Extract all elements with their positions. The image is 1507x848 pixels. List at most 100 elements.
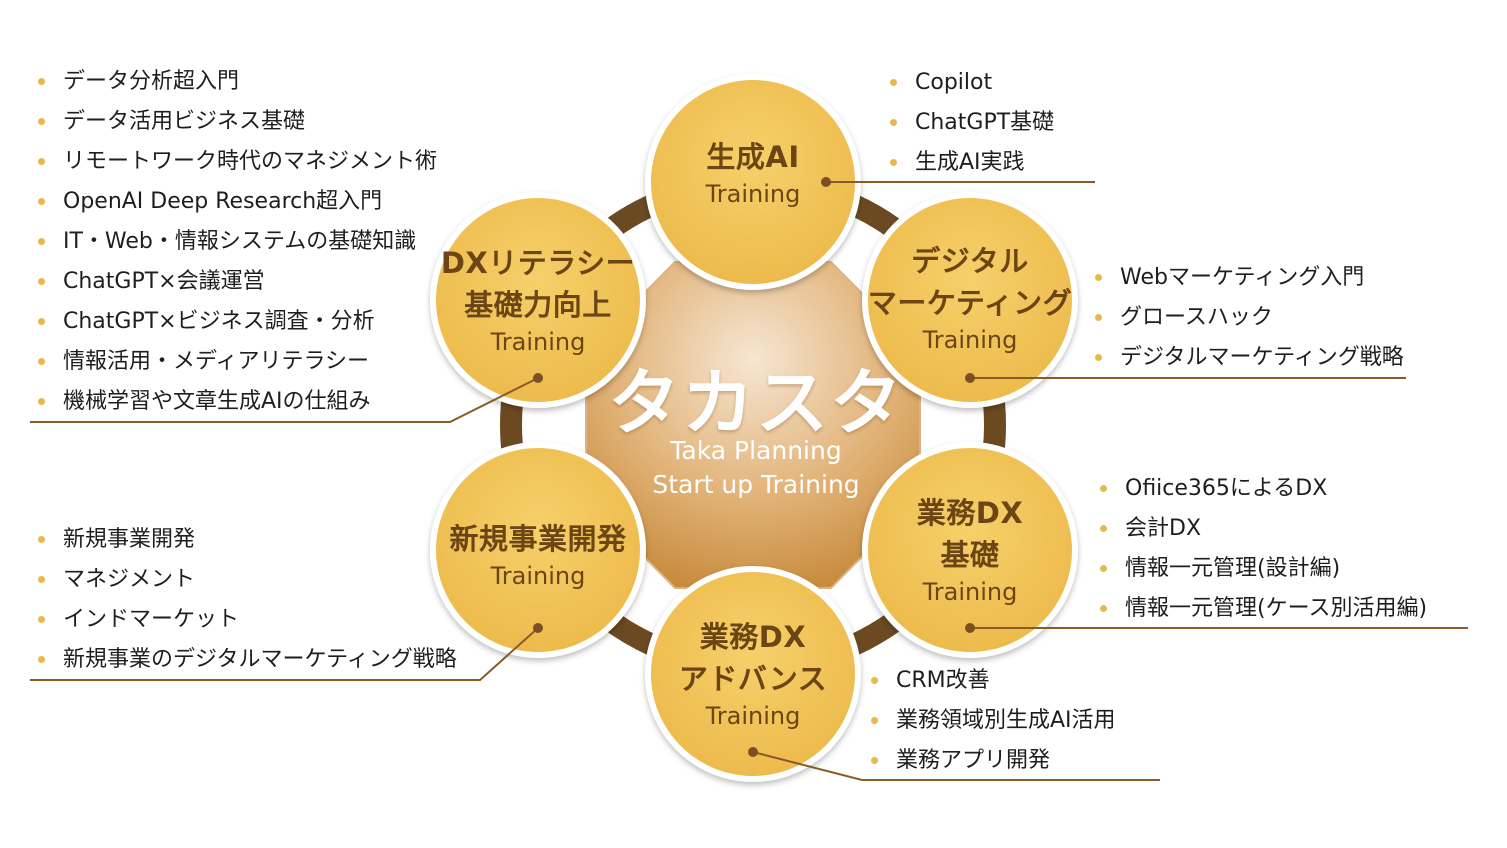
list-item: グロースハック (1087, 298, 1404, 338)
list-item: Webマーケティング入門 (1087, 258, 1404, 298)
list-item: Copilot (882, 63, 1054, 103)
list-item-label: ChatGPT×ビジネス調査・分析 (63, 309, 375, 334)
bullet-dot-icon (38, 238, 45, 245)
list-item: 新規事業開発 (30, 520, 457, 560)
topic-circle-dx-literacy (430, 192, 646, 408)
topic-title: DXリテラシー 基礎力向上 (440, 246, 636, 322)
center-subtitle: Taka Planning Start up Training (652, 436, 860, 499)
leader-dot-genai (821, 177, 831, 187)
topic-sub: Training (922, 578, 1018, 606)
bullet-dot-icon (38, 358, 45, 365)
leader-line-new-business (30, 627, 539, 681)
bullet-dot-icon (38, 118, 45, 125)
bullet-dot-icon (1100, 565, 1107, 572)
topic-circle-gyomu-dx-advance (645, 566, 861, 782)
topic-label-digital-marketing: デジタル マーケティング Training (850, 240, 1090, 356)
list-item-label: 業務アプリ開発 (896, 748, 1051, 773)
topic-label-gyomu-dx-advance: 業務DX アドバンス Training (633, 616, 873, 732)
topic-label-new-business: 新規事業開発 Training (408, 518, 668, 592)
list-item-label: Webマーケティング入門 (1120, 265, 1365, 290)
list-item: データ活用ビジネス基礎 (30, 102, 437, 142)
list-item-label: 新規事業のデジタルマーケティング戦略 (63, 647, 457, 672)
list-item-label: 情報一元管理(設計編) (1125, 556, 1341, 581)
bullet-dot-icon (38, 78, 45, 85)
list-item-label: Copilot (915, 70, 993, 95)
leader-dot-new-business (533, 623, 543, 633)
list-item: 業務領域別生成AI活用 (863, 701, 1116, 741)
list-item: 業務アプリ開発 (863, 741, 1116, 781)
course-list-dx-literacy: データ分析超入門 データ活用ビジネス基礎 リモートワーク時代のマネジメント術 O… (30, 62, 437, 422)
list-item-label: データ分析超入門 (63, 69, 240, 94)
topic-circle-digital-marketing (862, 192, 1078, 408)
list-item-label: IT・Web・情報システムの基礎知識 (63, 229, 417, 254)
bullet-dot-icon (890, 79, 897, 86)
list-item: Ofiice365によるDX (1092, 469, 1427, 509)
topic-title: 生成AI (706, 140, 800, 174)
list-item: データ分析超入門 (30, 62, 437, 102)
list-item-label: 新規事業開発 (63, 527, 196, 552)
course-list-digital-marketing: Webマーケティング入門 グロースハック デジタルマーケティング戦略 (1087, 258, 1404, 378)
bullet-dot-icon (1095, 314, 1102, 321)
list-item-label: インドマーケット (63, 607, 240, 632)
topic-circle-gyomu-dx-basic (862, 442, 1078, 658)
list-item: 情報一元管理(ケース別活用編) (1092, 589, 1427, 629)
leader-line-gyomu-dx-advance (752, 751, 1160, 781)
topic-label-genai: 生成AI Training (633, 136, 873, 210)
list-item: CRM改善 (863, 661, 1116, 701)
list-item-label: ChatGPT基礎 (915, 110, 1055, 135)
bullet-dot-icon (38, 158, 45, 165)
leader-dot-dx-literacy (533, 373, 543, 383)
bullet-dot-icon (890, 119, 897, 126)
list-item-label: ChatGPT×会議運営 (63, 269, 265, 294)
list-item-label: マネジメント (63, 567, 196, 592)
list-item: 情報一元管理(設計編) (1092, 549, 1427, 589)
topic-label-dx-literacy: DXリテラシー 基礎力向上 Training (418, 242, 658, 358)
leader-dot-gyomu-dx-advance (748, 747, 758, 757)
list-item-label: データ活用ビジネス基礎 (63, 109, 306, 134)
list-item: 新規事業のデジタルマーケティング戦略 (30, 640, 457, 680)
leader-dot-digital-marketing (965, 373, 975, 383)
list-item: 生成AI実践 (882, 143, 1054, 183)
bullet-dot-icon (1100, 485, 1107, 492)
topic-title: 業務DX 基礎 (916, 496, 1024, 572)
list-item-label: 生成AI実践 (915, 150, 1025, 175)
leader-line-dx-literacy (30, 377, 539, 423)
bullet-dot-icon (38, 398, 45, 405)
bullet-dot-icon (38, 318, 45, 325)
list-item: インドマーケット (30, 600, 457, 640)
course-list-gyomu-dx-basic: Ofiice365によるDX 会計DX 情報一元管理(設計編) 情報一元管理(ケ… (1092, 469, 1427, 629)
leader-dot-gyomu-dx-basic (965, 623, 975, 633)
list-item-label: 機械学習や文章生成AIの仕組み (63, 389, 371, 414)
list-item: ChatGPT基礎 (882, 103, 1054, 143)
bullet-dot-icon (38, 198, 45, 205)
topic-circle-new-business (430, 442, 646, 658)
course-list-genai: Copilot ChatGPT基礎 生成AI実践 (882, 63, 1054, 183)
list-item-label: 業務領域別生成AI活用 (896, 708, 1116, 733)
list-item-label: デジタルマーケティング戦略 (1120, 345, 1404, 370)
bullet-dot-icon (1100, 605, 1107, 612)
list-item: ChatGPT×ビジネス調査・分析 (30, 302, 437, 342)
topic-sub: Training (705, 702, 801, 730)
list-item: 会計DX (1092, 509, 1427, 549)
list-item: マネジメント (30, 560, 457, 600)
bullet-dot-icon (1095, 274, 1102, 281)
topic-circle-genai (645, 74, 861, 290)
course-list-new-business: 新規事業開発 マネジメント インドマーケット 新規事業のデジタルマーケティング戦… (30, 520, 457, 680)
topic-title: デジタル マーケティング (867, 244, 1073, 320)
bullet-dot-icon (38, 656, 45, 663)
list-item-label: 会計DX (1125, 516, 1202, 541)
bullet-dot-icon (890, 159, 897, 166)
center-title: タカスタ (607, 361, 904, 445)
list-item-label: グロースハック (1120, 305, 1273, 330)
topic-sub: Training (490, 328, 586, 356)
list-item: デジタルマーケティング戦略 (1087, 338, 1404, 378)
list-item-label: 情報活用・メディアリテラシー (63, 349, 370, 374)
topic-label-gyomu-dx-basic: 業務DX 基礎 Training (850, 492, 1090, 608)
bullet-dot-icon (871, 677, 878, 684)
topic-sub: Training (705, 180, 801, 208)
course-list-gyomu-dx-advance: CRM改善 業務領域別生成AI活用 業務アプリ開発 (863, 661, 1116, 781)
bullet-dot-icon (38, 278, 45, 285)
list-item-label: 情報一元管理(ケース別活用編) (1125, 596, 1428, 621)
list-item: IT・Web・情報システムの基礎知識 (30, 222, 437, 262)
